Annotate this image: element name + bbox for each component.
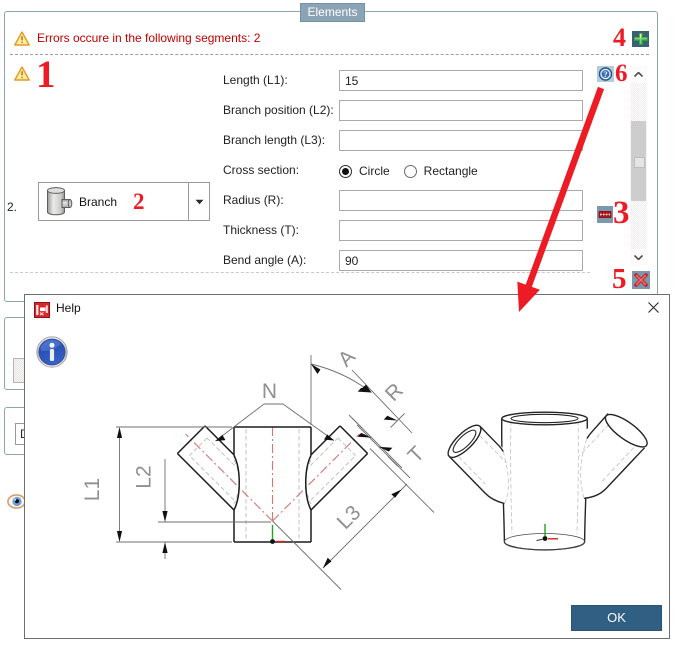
callout-4: 4 (613, 23, 626, 52)
add-segment-icon[interactable] (632, 31, 649, 47)
combobox-dropdown-button[interactable] (188, 183, 209, 220)
pipe-branch-icon (47, 187, 73, 216)
radio-circle[interactable] (339, 164, 352, 178)
callout-6: 6 (615, 60, 628, 87)
svg-text:?: ? (603, 69, 607, 79)
chevron-up-icon (634, 72, 643, 77)
input-branch-position-l2[interactable] (339, 100, 583, 121)
scroll-up-button[interactable] (630, 66, 647, 83)
help-dialog-titlebar[interactable]: Help (25, 295, 669, 319)
separator-line-2 (10, 272, 590, 273)
callout-1: 1 (36, 53, 56, 96)
input-bend-angle-a[interactable] (339, 250, 583, 271)
label-length-l1: Length (L1): (223, 73, 288, 87)
help-app-icon (34, 302, 50, 318)
label-branch-position-l2: Branch position (L2): (223, 103, 334, 117)
segment-type-combobox[interactable]: Branch 2 (38, 182, 210, 221)
callout-2: 2 (133, 189, 145, 214)
info-icon (36, 336, 68, 368)
input-branch-length-l3[interactable] (339, 130, 583, 151)
input-length-l1[interactable] (339, 70, 583, 91)
input-thickness-t[interactable] (339, 220, 583, 241)
chevron-down-icon (195, 199, 203, 204)
help-dialog-title: Help (56, 301, 81, 315)
cross-section-radio-group: Circle Rectangle (339, 162, 492, 180)
scroll-down-button[interactable] (630, 249, 647, 266)
help-dialog: Help OK (24, 294, 670, 639)
close-icon[interactable] (646, 300, 662, 316)
label-branch-length-l3: Branch length (L3): (223, 133, 326, 147)
callout-5: 5 (612, 263, 627, 295)
segment-warning-icon (14, 66, 30, 81)
input-radius-r[interactable] (339, 190, 583, 211)
error-banner: Errors occure in the following segments:… (14, 30, 260, 46)
help-segment-icon[interactable]: ? (597, 66, 614, 82)
chevron-down-icon (634, 255, 643, 260)
scrollbar[interactable] (630, 66, 647, 266)
label-bend-angle-a: Bend angle (A): (223, 253, 307, 267)
elements-tab[interactable]: Elements (300, 3, 365, 22)
remove-dimension-icon[interactable] (597, 206, 613, 223)
scrollbar-gripper (634, 157, 645, 168)
callout-3: 3 (613, 195, 630, 231)
separator-line (10, 54, 649, 55)
delete-segment-icon[interactable] (632, 271, 650, 289)
segment-index-label: 2. (7, 200, 18, 214)
label-thickness-t: Thickness (T): (223, 223, 300, 237)
segment-type-value: Branch (79, 194, 118, 209)
label-cross-section: Cross section: (223, 163, 300, 177)
ok-button[interactable]: OK (571, 605, 662, 631)
radio-circle-label: Circle (359, 164, 390, 178)
scrollbar-thumb[interactable] (631, 121, 646, 201)
warning-icon (14, 30, 30, 46)
radio-rectangle-label: Rectangle (423, 164, 478, 178)
radio-rectangle[interactable] (403, 164, 417, 178)
error-banner-text: Errors occure in the following segments:… (37, 31, 261, 45)
label-radius-r: Radius (R): (223, 193, 284, 207)
